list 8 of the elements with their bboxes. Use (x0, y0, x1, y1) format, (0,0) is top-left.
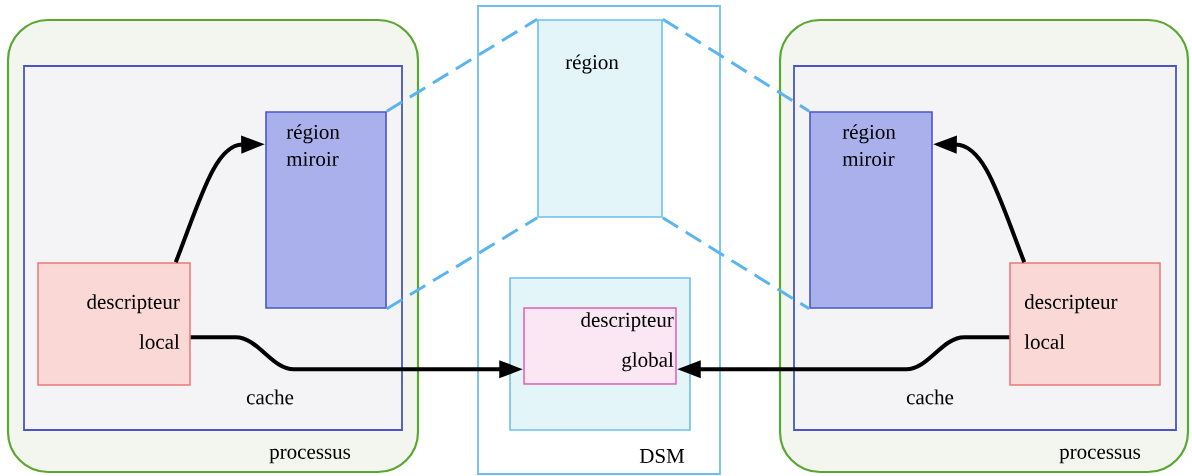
mirror-region-box: région miroir (265, 111, 387, 309)
descriptor-box: descripteur local (1009, 262, 1161, 386)
region-box: région (537, 19, 663, 218)
connector-line (386, 216, 538, 311)
mirror-region-box: région miroir (809, 111, 933, 309)
descriptor-box: descripteur local (37, 262, 191, 386)
descriptor-box: descripteur global (523, 307, 677, 385)
connector-line (662, 216, 810, 311)
